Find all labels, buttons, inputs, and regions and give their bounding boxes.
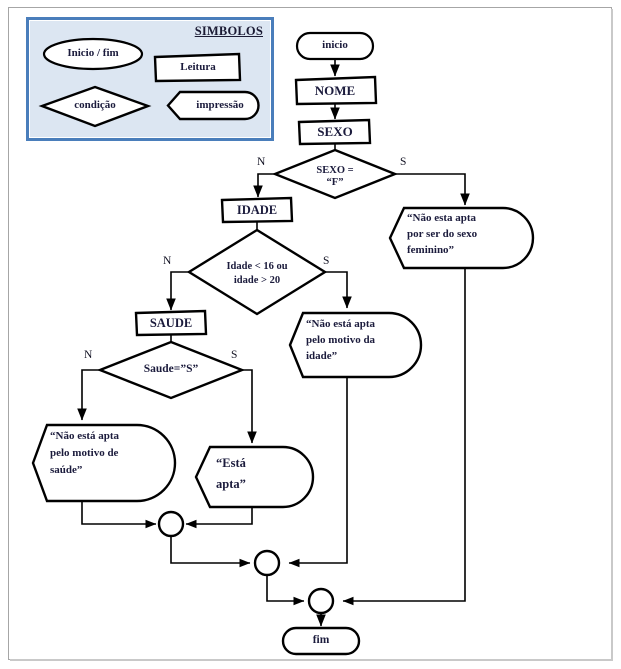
legend-title: SIMBOLOS — [194, 24, 263, 38]
connector-junction-1 — [157, 510, 185, 538]
edge-age-yes — [325, 271, 352, 309]
edge-junction1-to-junction2 — [170, 536, 251, 568]
edge-age-out-to-junction — [288, 377, 348, 568]
connector-junction-3 — [307, 587, 335, 615]
edge-age-no — [166, 271, 189, 311]
edge-health-out-to-junction — [81, 501, 157, 529]
read-health-shape — [134, 309, 208, 337]
branch-label-health-yes: S — [231, 349, 238, 361]
output-age-shape — [288, 311, 423, 379]
end-terminator-shape — [281, 626, 361, 656]
edge-female-to-end — [342, 268, 466, 606]
edge-health-yes — [242, 369, 257, 444]
edge-junction2-to-junction3 — [266, 575, 305, 606]
branch-label-health-no: N — [84, 349, 93, 361]
output-apt-shape — [194, 445, 315, 509]
legend-symbols-box: SIMBOLOS — [26, 17, 274, 141]
decision-age-shape — [186, 228, 328, 316]
decision-health-shape — [96, 340, 246, 400]
edge-apt-to-junction — [185, 507, 253, 529]
edge-sex-no — [253, 173, 275, 198]
connector-junction-2 — [253, 549, 281, 577]
branch-label-sex-no: N — [257, 156, 266, 168]
legend-output-shape — [166, 90, 260, 121]
start-terminator-shape — [295, 31, 375, 61]
legend-process-shape — [153, 52, 242, 83]
edge-health-no — [77, 369, 100, 421]
legend-terminator-shape — [42, 37, 144, 71]
edge-sex-yes — [395, 173, 470, 206]
read-name-shape — [294, 75, 378, 106]
branch-label-age-yes: S — [323, 255, 330, 267]
legend-decision-shape — [38, 85, 152, 128]
branch-label-sex-yes: S — [400, 156, 407, 168]
output-female-shape — [388, 206, 535, 270]
read-sex-shape — [297, 118, 372, 146]
output-health-shape — [31, 423, 177, 503]
decision-sex-shape — [271, 148, 399, 200]
branch-label-age-no: N — [163, 255, 172, 267]
read-age-shape — [220, 196, 294, 224]
